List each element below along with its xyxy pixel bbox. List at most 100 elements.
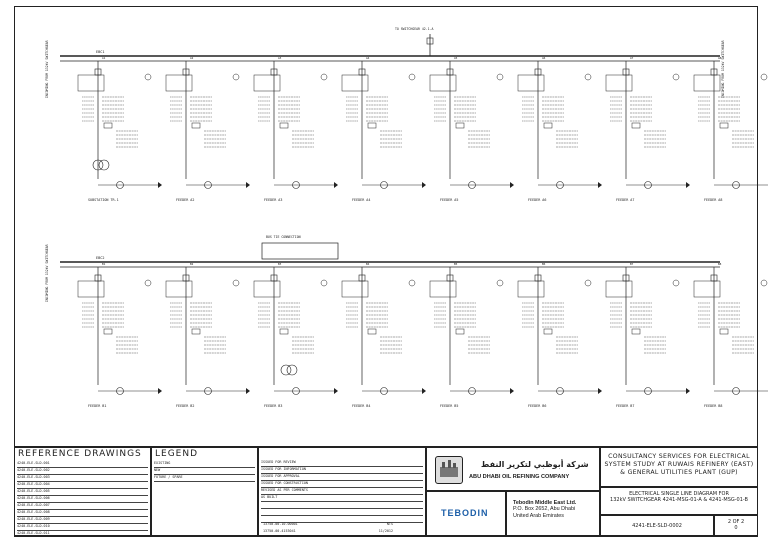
reference-row: 4240-ELE-SLD-002 [17,468,148,475]
top-meter-symbol [672,73,680,81]
top-meter-symbol [408,73,416,81]
reference-row: 4240-ELE-SLD-008 [17,510,148,517]
bottom-relay-panel [165,280,193,298]
bottom-ct-box [543,328,553,335]
project-number: 13750-00-10-00001 [263,521,298,526]
top-ct-box [279,122,289,129]
bottom-arrow [246,388,250,394]
company-arabic-name: شركة أبوظبي لتكرير النفط [481,460,589,469]
bottom-meter-symbol [760,279,768,287]
bottom-feeder-label: FEEDER B5 [440,404,458,408]
legend-heading: LEGEND [155,449,199,459]
bottom-ct-box [367,328,377,335]
top-relay-panel [517,74,545,92]
bottom-feeder-label: FEEDER B2 [176,404,194,408]
legend-row: NEW [154,468,255,475]
bottom-meter-symbol [232,279,240,287]
transformer-winding-symbol [280,364,292,376]
legend-row: FUTURE / SPARE [154,475,255,482]
reference-row: 4240-ELE-SLD-009 [17,517,148,524]
bottom-meter-symbol [584,279,592,287]
transformer-winding-symbol [98,159,110,171]
bottom-arrow [422,388,426,394]
sheet-panel: 2 OF 2 0 [714,515,758,537]
bottom-feeder-label: FEEDER B4 [352,404,370,408]
bottom-ct-box [631,328,641,335]
project-title-line1: CONSULTANCY SERVICES FOR ELECTRICAL [608,453,750,460]
top-ct-box [543,122,553,129]
scale-value: NTS [386,521,393,526]
bottom-feeder-label: FEEDER B8 [704,404,722,408]
consultant-logo-panel: TEBODIN [426,491,506,537]
top-feeder-tag: A3 [278,56,282,60]
consultant-address-line1: P.O. Box 2652, Abu Dhabi [513,506,576,513]
top-relay-panel [693,74,721,92]
drawing-title-line1: ELECTRICAL SINGLE LINE DIAGRAM FOR [629,491,729,497]
top-arrow [246,182,250,188]
reference-row: 4240-ELE-SLD-005 [17,489,148,496]
side-label-right-top: INCOMING FROM 132kV SWITCHGEAR [721,40,725,98]
reference-row: 4240-ELE-SLD-001 [17,461,148,468]
top-ct-box [103,122,113,129]
top-feeder-label: FEEDER A7 [616,198,634,202]
revision-row [261,509,423,516]
company-name: ABU DHABI OIL REFINING COMPANY [469,474,570,480]
project-title-line3: & GENERAL UTILITIES PLANT (GUP) [620,469,738,476]
bottom-arrow [334,388,338,394]
bottom-relay-panel [341,280,369,298]
top-feeder-label: FEEDER A4 [352,198,370,202]
revision-row [261,502,423,509]
top-meter-symbol [760,73,768,81]
bottom-relay-panel [605,280,633,298]
top-meter-symbol [232,73,240,81]
top-relay-panel [429,74,457,92]
top-relay-panel [253,74,281,92]
consultant-name: Tebodin Middle East Ltd. [513,500,577,506]
bottom-arrow [598,388,602,394]
bottom-meter-symbol [496,279,504,287]
revision-number: 0 [734,525,738,531]
bottom-ct-box [455,328,465,335]
top-meter-symbol [496,73,504,81]
bottom-arrow [158,388,162,394]
drawing-title-panel: ELECTRICAL SINGLE LINE DIAGRAM FOR 132kV… [600,487,758,515]
bottom-feeder-label: FEEDER B6 [528,404,546,408]
reference-row: 4240-ELE-SLD-011 [17,531,148,536]
top-relay-panel [77,74,105,92]
bottom-ct-box [279,328,289,335]
bottom-ct-box [103,328,113,335]
bottom-meter-symbol [320,279,328,287]
transformer-winding-symbol [286,364,298,376]
consultant-address-panel: Tebodin Middle East Ltd. P.O. Box 2652, … [506,491,600,537]
transformer-winding-symbol [92,159,104,171]
drawing-number: 4241-ELE-SLD-0002 [632,523,682,529]
top-tie-label: TO SWITCHGEAR 42.1-A [395,27,433,31]
top-meter-symbol [320,73,328,81]
bottom-arrow [686,388,690,394]
side-label-left-bottom: INCOMING FROM 132kV SWITCHGEAR [45,244,49,302]
top-meter-symbol [584,73,592,81]
top-relay-panel [165,74,193,92]
bottom-feeder-tag: B8 [718,262,722,266]
top-arrow [158,182,162,188]
revision-row [261,516,423,523]
project-title-line2: SYSTEM STUDY AT RUWAIS REFINERY (EAST) [604,461,754,468]
consultant-address-line2: United Arab Emirates [513,512,564,519]
bottom-feeder-label: FEEDER B1 [88,404,106,408]
top-feeder-tag: A2 [190,56,194,60]
bottom-feeder-tag: B4 [366,262,370,266]
project-title-panel: CONSULTANCY SERVICES FOR ELECTRICAL SYST… [600,447,758,487]
